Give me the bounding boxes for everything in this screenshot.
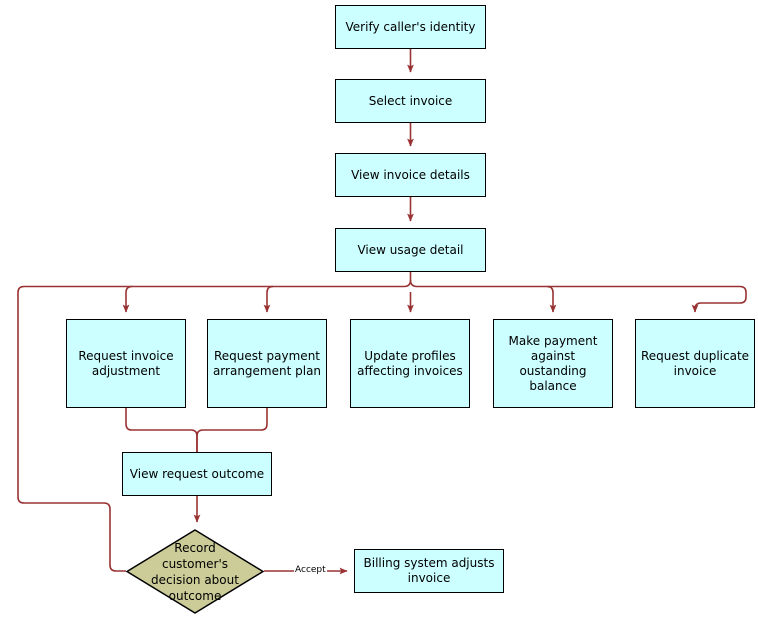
node-select-invoice[interactable]: Select invoice: [335, 79, 486, 123]
edge-viewusage-bus: [17, 272, 412, 293]
node-label: Request payment arrangement plan: [212, 348, 322, 378]
edge-label-accept: Accept: [294, 565, 327, 576]
node-label: View usage detail: [357, 242, 464, 257]
edge-bus-to-reqadjust: [122, 285, 133, 313]
node-request-payment-arrangement-plan[interactable]: Request payment arrangement plan: [207, 319, 327, 408]
edge-bus-to-reqplan: [263, 285, 274, 313]
edge-bus-right: [409, 279, 747, 293]
node-billing-system-adjusts-invoice[interactable]: Billing system adjusts invoice: [354, 549, 504, 593]
node-make-payment-against-outstanding-balance[interactable]: Make payment against oustanding balance: [493, 319, 613, 408]
node-verify-callers-identity[interactable]: Verify caller's identity: [335, 5, 486, 49]
edge-bus-to-reqdup: [691, 292, 747, 313]
node-label: View request outcome: [129, 466, 265, 481]
node-label: Request duplicate invoice: [640, 348, 750, 378]
node-record-customers-decision-about-outcome[interactable]: Record customer's decision about outcome: [126, 529, 264, 614]
node-label: Billing system adjusts invoice: [363, 556, 495, 585]
node-label: Update profiles affecting invoices: [357, 348, 463, 378]
edge-bus-to-makepay: [546, 285, 557, 313]
node-label: Verify caller's identity: [345, 19, 476, 34]
node-label: View invoice details: [351, 167, 470, 182]
node-label: Record customer's decision about outcome: [151, 540, 239, 603]
node-request-duplicate-invoice[interactable]: Request duplicate invoice: [635, 319, 755, 408]
node-label: Select invoice: [368, 93, 453, 108]
edge-reqadjust-to-viewoutcome: [125, 408, 198, 452]
node-update-profiles-affecting-invoices[interactable]: Update profiles affecting invoices: [350, 319, 470, 408]
node-request-invoice-adjustment[interactable]: Request invoice adjustment: [66, 319, 186, 408]
node-label: Request invoice adjustment: [78, 348, 174, 378]
node-view-invoice-details[interactable]: View invoice details: [335, 153, 486, 197]
node-label: Make payment against oustanding balance: [508, 333, 598, 393]
diamond-shape: [126, 529, 264, 614]
node-view-usage-detail[interactable]: View usage detail: [335, 228, 486, 272]
edge-reqplan-to-viewoutcome: [196, 408, 268, 452]
node-view-request-outcome[interactable]: View request outcome: [122, 452, 272, 496]
